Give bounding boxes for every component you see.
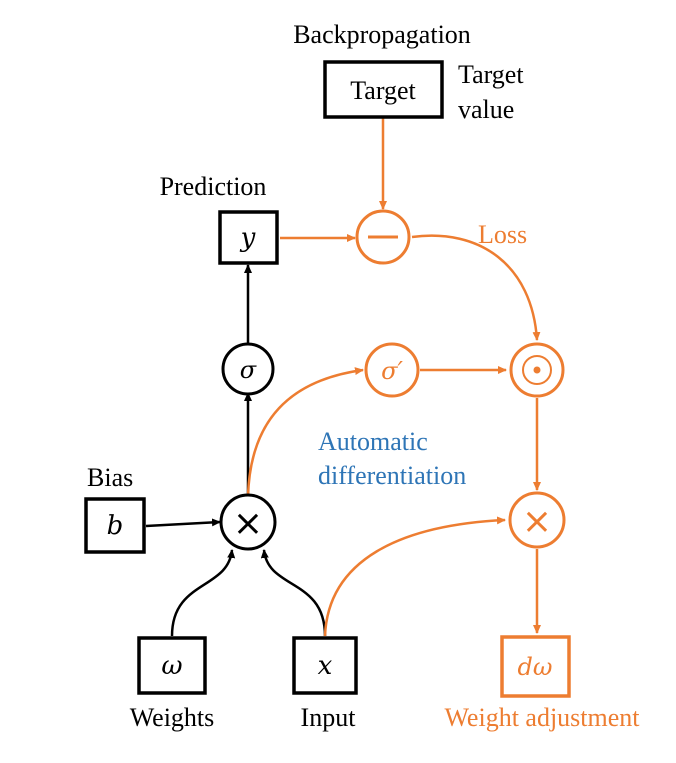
sigma-circle xyxy=(221,342,275,396)
sigma-prime-circle xyxy=(364,342,420,398)
bias-label: Bias xyxy=(87,463,133,492)
node-hadamard xyxy=(509,342,565,398)
y-label: y xyxy=(240,223,256,253)
multiply-circle xyxy=(219,493,277,551)
sigma-prime-label: σ′ xyxy=(381,357,403,385)
backpropagation-label: Backpropagation xyxy=(293,20,471,49)
target-value-label-line1: Target xyxy=(458,60,524,89)
automatic-label-line2: differentiation xyxy=(318,461,466,490)
weights-label: Weights xyxy=(130,703,215,732)
hadamard-dot xyxy=(533,366,541,374)
b-box xyxy=(84,497,146,554)
edge-x-to-multiply-orange xyxy=(323,516,506,637)
automatic-label-line1: Automatic xyxy=(318,427,428,456)
node-y: y xyxy=(218,210,279,265)
weight-adjustment-label: Weight adjustment xyxy=(444,703,640,732)
node-target: Target xyxy=(323,60,444,119)
target-value-label-line2: value xyxy=(458,95,514,124)
hadamard-inner-ring xyxy=(522,355,552,385)
input-label: Input xyxy=(301,703,357,732)
omega-label: ω xyxy=(161,651,182,681)
loss-label: Loss xyxy=(478,220,527,249)
target-box xyxy=(323,60,444,119)
node-b: b xyxy=(84,497,146,554)
node-x: x xyxy=(292,636,358,695)
node-d-omega: dω xyxy=(500,635,571,698)
edge-multiply-to-sigma-prime xyxy=(246,367,364,498)
edge-b-to-multiply xyxy=(145,518,221,528)
node-multiply: × xyxy=(219,493,277,551)
x-box xyxy=(292,636,358,695)
x-label: x xyxy=(318,651,333,681)
node-minus xyxy=(355,209,411,265)
node-sigma: σ xyxy=(221,342,275,396)
edge-minus-to-hadamard xyxy=(411,234,541,341)
omega-box xyxy=(137,636,207,695)
backward-edges xyxy=(246,117,541,637)
prediction-label: Prediction xyxy=(160,172,267,201)
edge-x-to-multiply xyxy=(260,549,327,637)
multiply-label: × xyxy=(233,503,263,544)
forward-edges xyxy=(145,264,327,637)
b-label: b xyxy=(107,511,124,541)
target-label: Target xyxy=(350,76,416,105)
multiply-orange-circle xyxy=(508,491,566,549)
node-sigma-prime: σ′ xyxy=(364,342,420,398)
d-omega-box xyxy=(500,635,571,698)
edge-omega-to-multiply xyxy=(170,549,236,637)
multiply-orange-label: × xyxy=(522,501,552,542)
y-box xyxy=(218,210,279,265)
node-multiply-orange: × xyxy=(508,491,566,549)
sigma-label: σ xyxy=(240,356,257,384)
d-omega-label: dω xyxy=(518,653,553,681)
node-omega: ω xyxy=(137,636,207,695)
